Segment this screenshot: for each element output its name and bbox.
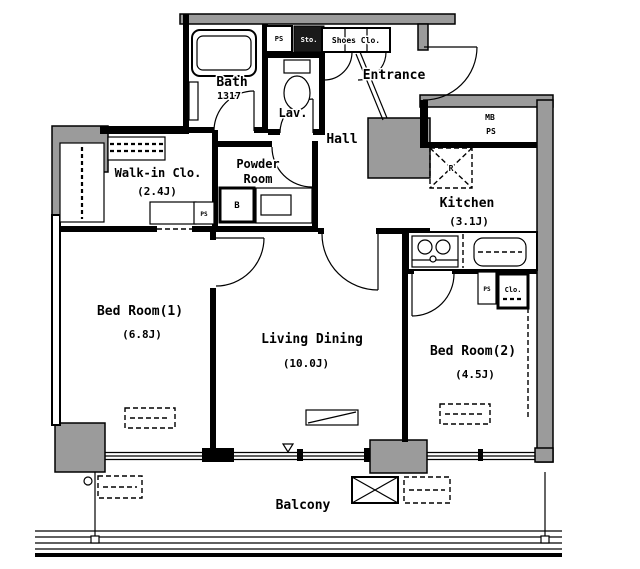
room-label-living: Living Dining — [261, 332, 363, 347]
room-size-kitchen: (3.1J) — [449, 215, 489, 228]
room-size-walkin: (2.4J) — [137, 185, 177, 198]
entrance-wall — [417, 23, 429, 51]
entrance-door — [422, 46, 478, 101]
ac-space-bedroom1 — [124, 407, 176, 429]
room-label-kitchen: Kitchen — [440, 196, 495, 211]
pipe-space-powder-box — [193, 201, 215, 225]
fixtures — [59, 25, 538, 504]
annotation-ps-top: PS — [275, 35, 283, 43]
living-window — [234, 448, 370, 462]
annotation-closet-kitchen: Clo. — [505, 286, 522, 294]
shoes-closet-box — [321, 27, 391, 53]
windows — [105, 443, 535, 462]
walkin-shelf — [107, 136, 166, 161]
bottomright-cap — [534, 447, 554, 463]
balcony-drain — [83, 476, 93, 486]
room-size-bedroom1: (6.8J) — [122, 328, 162, 341]
room-label-bath: Bath — [216, 75, 247, 90]
entrance-step — [355, 53, 384, 121]
doors — [213, 46, 478, 317]
walkin-chest — [149, 201, 197, 225]
annotation-boiler: B — [234, 201, 240, 211]
floor-hatch — [305, 409, 359, 426]
walls — [51, 14, 537, 454]
shoes-closet-door-right — [357, 51, 387, 81]
refrigerator-space — [429, 147, 473, 189]
balcony-railing — [35, 472, 562, 557]
bedroom1-window — [105, 451, 204, 461]
annotation-ps-powder: PS — [200, 211, 208, 218]
shoes-closet-door-left — [323, 51, 353, 81]
balcony-ac-space-right — [403, 476, 451, 504]
room-label-entrance: Entrance — [363, 68, 426, 83]
left-wall — [51, 214, 61, 426]
bottomleft-column — [54, 422, 106, 473]
pipe-space-kitchen-box — [477, 271, 497, 305]
balcony-unit-box — [351, 476, 399, 504]
balcony-ac-space-left — [97, 475, 143, 499]
room-size-living: (10.0J) — [283, 357, 329, 370]
room-label-bedroom2: Bed Room(2) — [430, 344, 516, 359]
bottommid-column — [369, 439, 428, 474]
bedroom2-door — [411, 273, 455, 317]
annotation-ps-meter: PS — [486, 127, 496, 136]
right-wall — [536, 99, 554, 463]
pipe-space-top-box — [265, 25, 293, 53]
bath-door — [213, 90, 255, 132]
bedroom1-door — [215, 237, 265, 287]
room-label-powder-1: Powder — [236, 157, 279, 171]
room-label-powder-2: Room — [244, 172, 273, 186]
hall-living-door — [321, 233, 379, 291]
room-label-lav: Lav. — [279, 106, 308, 120]
annotation-meter-box: MB — [485, 113, 495, 122]
annotation-refrigerator: R — [449, 164, 454, 173]
ac-space-bedroom2 — [439, 403, 491, 425]
center-column — [367, 117, 431, 179]
bedroom2-window — [427, 449, 535, 461]
room-label-walkin: Walk-in Clo. — [115, 166, 202, 180]
annotation-ps-kitchen: PS — [483, 286, 491, 293]
toilet-tank — [283, 59, 311, 74]
meterbox-wall — [419, 94, 554, 108]
room-label-bedroom1: Bed Room(1) — [97, 304, 183, 319]
level-mark — [281, 443, 295, 454]
boiler-box — [218, 186, 256, 224]
toilet-bowl — [283, 75, 311, 111]
top-wall — [179, 13, 456, 25]
room-size-bedroom2: (4.5J) — [455, 368, 495, 381]
room-label-balcony: Balcony — [276, 498, 331, 513]
room-label-hall: Hall — [326, 132, 357, 147]
labels: Bath 1317 Lav. PS Sto. Shoes Clo. Entran… — [95, 34, 522, 515]
sink — [473, 237, 527, 267]
bath-counter — [188, 81, 199, 121]
powder-door — [271, 146, 313, 188]
closet-kitchen-box — [496, 272, 530, 310]
room-size-bath: 1317 — [217, 91, 241, 102]
annotation-shoes-closet: Shoes Clo. — [332, 36, 380, 45]
annotation-storage: Sto. — [301, 36, 318, 44]
